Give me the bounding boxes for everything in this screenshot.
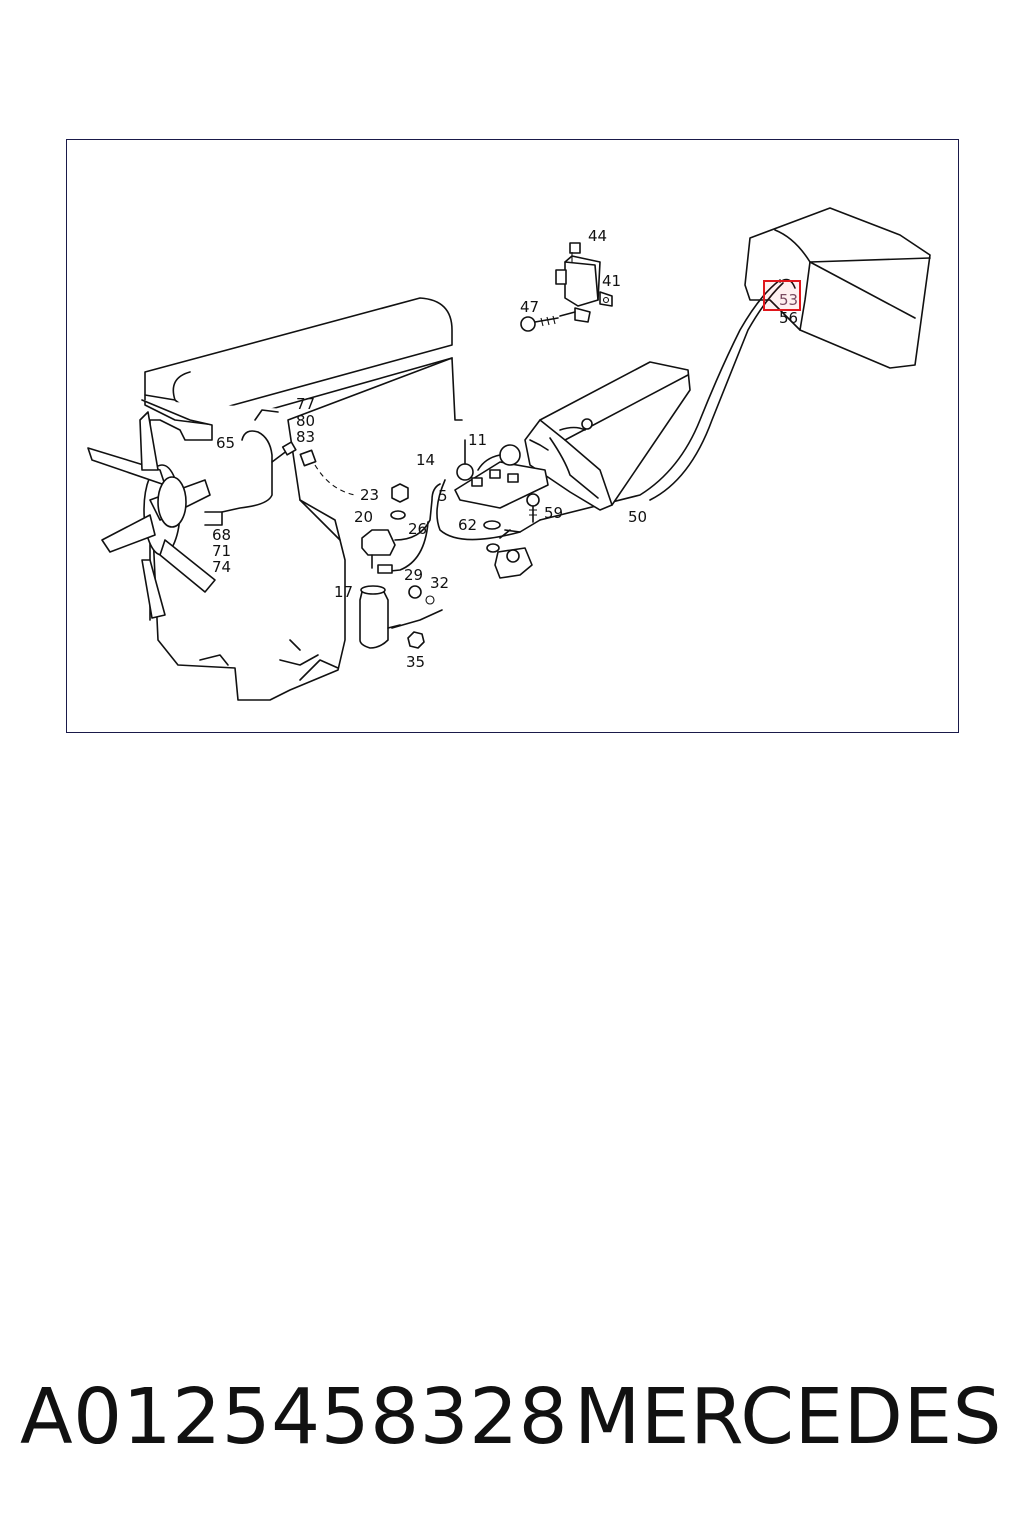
callout-labels: 44 41 47 53 56 77 80 83 65 11 14 5 23 20… — [212, 227, 798, 671]
battery-tray — [524, 361, 691, 511]
connector-block — [436, 439, 549, 541]
callout-80: 80 — [296, 412, 315, 430]
callout-56: 56 — [779, 309, 798, 327]
callout-44: 44 — [588, 227, 607, 245]
callout-71: 71 — [212, 542, 231, 560]
footer: A0125458328 MERCEDES — [0, 1372, 1024, 1472]
fan — [87, 411, 223, 619]
callout-62: 62 — [458, 516, 477, 534]
callout-23: 23 — [360, 486, 379, 504]
callout-41: 41 — [602, 272, 621, 290]
callout-35: 35 — [406, 653, 425, 671]
callout-17: 17 — [334, 583, 353, 601]
callout-26: 26 — [408, 520, 427, 538]
callout-11: 11 — [468, 431, 487, 449]
callout-74: 74 — [212, 558, 231, 576]
small-parts — [483, 493, 540, 579]
cable-50 — [539, 279, 784, 521]
callout-47: 47 — [520, 298, 539, 316]
callout-83: 83 — [296, 428, 315, 446]
heater-housing — [744, 207, 931, 369]
part-number: A0125458328 — [20, 1373, 569, 1462]
brand-name: MERCEDES — [574, 1373, 1002, 1462]
relay-assembly — [520, 242, 613, 332]
callout-77: 77 — [296, 395, 315, 413]
callout-14: 14 — [416, 451, 435, 469]
callout-29: 29 — [404, 566, 423, 584]
highlight-box — [763, 280, 801, 311]
callout-5: 5 — [438, 487, 448, 505]
callout-53[interactable]: 53 — [779, 291, 798, 309]
callout-32: 32 — [430, 574, 449, 592]
engine-sensor-wire — [221, 430, 356, 513]
ignition-coil-group — [359, 483, 443, 649]
callout-50: 50 — [628, 508, 647, 526]
callout-65: 65 — [216, 434, 235, 452]
callout-68: 68 — [212, 526, 231, 544]
callout-20: 20 — [354, 508, 373, 526]
callout-59: 59 — [544, 504, 563, 522]
